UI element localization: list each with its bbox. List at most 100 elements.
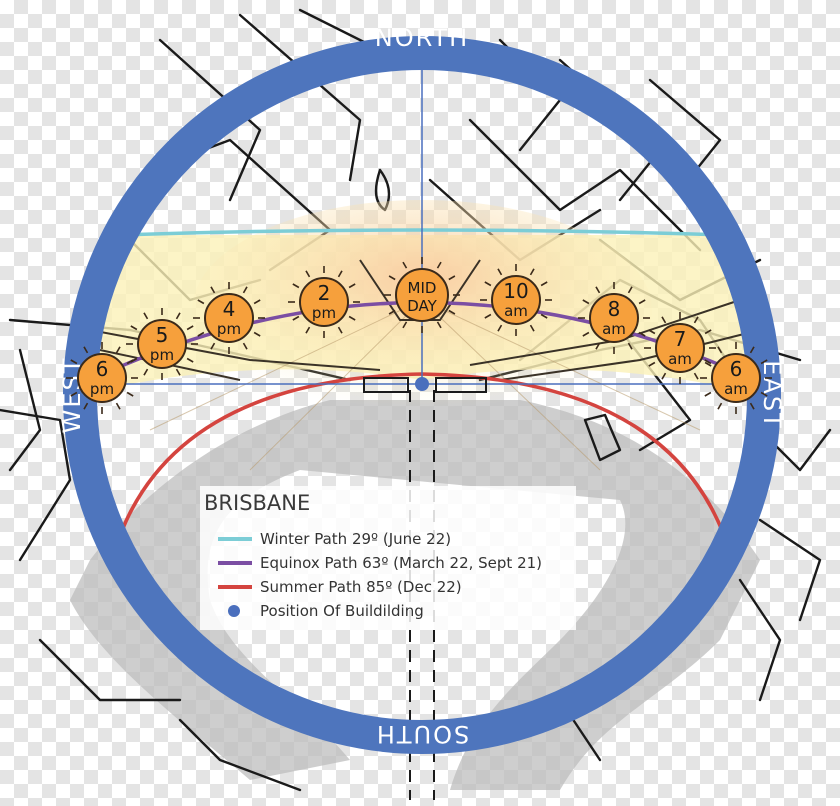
- sun-ray: [388, 309, 396, 315]
- sun-ray: [83, 402, 89, 410]
- sun-ray: [70, 391, 78, 397]
- sun-ray: [242, 342, 248, 350]
- sun-ray: [540, 313, 548, 319]
- sun-ray: [648, 329, 656, 335]
- sun-ray: [436, 261, 442, 269]
- sun-ray: [115, 402, 121, 410]
- sun-ray: [448, 309, 456, 315]
- building-footprint-right: [435, 377, 487, 393]
- sun-ray: [115, 346, 121, 354]
- sun-ray: [760, 391, 768, 397]
- sun-label-bottom: am: [668, 350, 692, 368]
- sun-label-bottom: am: [724, 380, 748, 398]
- sun-ray: [582, 299, 590, 305]
- legend-title: BRISBANE: [204, 491, 310, 515]
- sun-label-top: 2: [318, 281, 331, 305]
- sun-ray: [661, 316, 667, 324]
- sun-label-top: 5: [156, 323, 169, 347]
- sun-ray: [448, 275, 456, 281]
- sun-ray: [497, 324, 503, 332]
- sun-ray: [130, 325, 138, 331]
- legend-label: Summer Path 85º (Dec 22): [260, 578, 462, 596]
- sun-ray: [292, 283, 300, 289]
- sun-ray: [197, 299, 205, 305]
- legend-label: Position Of Buildilding: [260, 602, 424, 620]
- sun-ray: [175, 368, 181, 376]
- sun-ray: [484, 281, 492, 287]
- sun-label-bottom: pm: [217, 320, 241, 338]
- sun-4pm: 4pm: [193, 282, 265, 354]
- sun-ray: [186, 357, 194, 363]
- sun-disc: [77, 353, 127, 403]
- sun-rays: [149, 299, 701, 471]
- sun-label-bottom: pm: [150, 346, 174, 364]
- sun-ray: [292, 315, 300, 321]
- sun-label-top: MID: [408, 279, 437, 297]
- legend: BRISBANE Winter Path 29º (June 22) Equino…: [200, 486, 576, 630]
- sun-ray: [704, 329, 712, 335]
- legend-item-building: Position Of Buildilding: [228, 602, 424, 620]
- legend-label: Equinox Path 63º (March 22, Sept 21): [260, 554, 542, 572]
- sun-label-top: 6: [96, 357, 109, 381]
- sun-ray: [143, 312, 149, 320]
- sun-ray: [638, 299, 646, 305]
- sun-label-bottom: DAY: [407, 297, 437, 315]
- sun-ray: [760, 359, 768, 365]
- sun-ray: [210, 286, 216, 294]
- sun-ray: [337, 326, 343, 334]
- sun-ray: [348, 283, 356, 289]
- sun-ray: [529, 324, 535, 332]
- sun-disc: [589, 293, 639, 343]
- sun-ray: [143, 368, 149, 376]
- building-position-dot: [415, 377, 429, 391]
- sun-ray: [126, 359, 134, 365]
- sun-ray: [83, 346, 89, 354]
- sun-ray: [529, 268, 535, 276]
- sun-ray: [337, 270, 343, 278]
- sun-7am: 7am: [644, 312, 716, 384]
- sun-8am: 8am: [578, 282, 650, 354]
- sun-ray: [253, 299, 261, 305]
- compass-east: EAST: [758, 360, 786, 429]
- sun-ray: [749, 402, 755, 410]
- sun-ray: [540, 281, 548, 287]
- sun-ray: [126, 391, 134, 397]
- sun-ray: [197, 331, 205, 337]
- legend-label: Winter Path 29º (June 22): [260, 530, 451, 548]
- sun-ray: [186, 325, 194, 331]
- sun-ray: [402, 321, 408, 329]
- sun-ray: [305, 270, 311, 278]
- sun-ray: [388, 275, 396, 281]
- sun-ray: [305, 326, 311, 334]
- sun-ray: [638, 331, 646, 337]
- sun-disc: [711, 353, 761, 403]
- sun-disc: [299, 277, 349, 327]
- sun-ray: [582, 331, 590, 337]
- sun-ray: [210, 342, 216, 350]
- sun-ray: [497, 268, 503, 276]
- sun-ray: [348, 315, 356, 321]
- sun-6pm: 6pm: [66, 342, 138, 414]
- legend-item-winter: Winter Path 29º (June 22): [218, 530, 451, 548]
- sun-ray: [595, 286, 601, 294]
- sun-label-top: 7: [674, 327, 687, 351]
- sun-label-bottom: am: [504, 302, 528, 320]
- sun-ray: [704, 361, 712, 367]
- sun-ray: [717, 346, 723, 354]
- legend-item-equinox: Equinox Path 63º (March 22, Sept 21): [218, 554, 542, 572]
- sun-disc: [491, 275, 541, 325]
- sun-ray: [595, 342, 601, 350]
- sun-ray: [436, 321, 442, 329]
- legend-item-summer: Summer Path 85º (Dec 22): [218, 578, 462, 596]
- sun-ray: [717, 402, 723, 410]
- sun-disc: [655, 323, 705, 373]
- sun-ray: [627, 342, 633, 350]
- sun-ray: [661, 372, 667, 380]
- sun-ray: [693, 316, 699, 324]
- sun-5pm: 5pm: [126, 308, 198, 380]
- sun-6am: 6am: [700, 342, 772, 414]
- sun-disc: [137, 319, 187, 369]
